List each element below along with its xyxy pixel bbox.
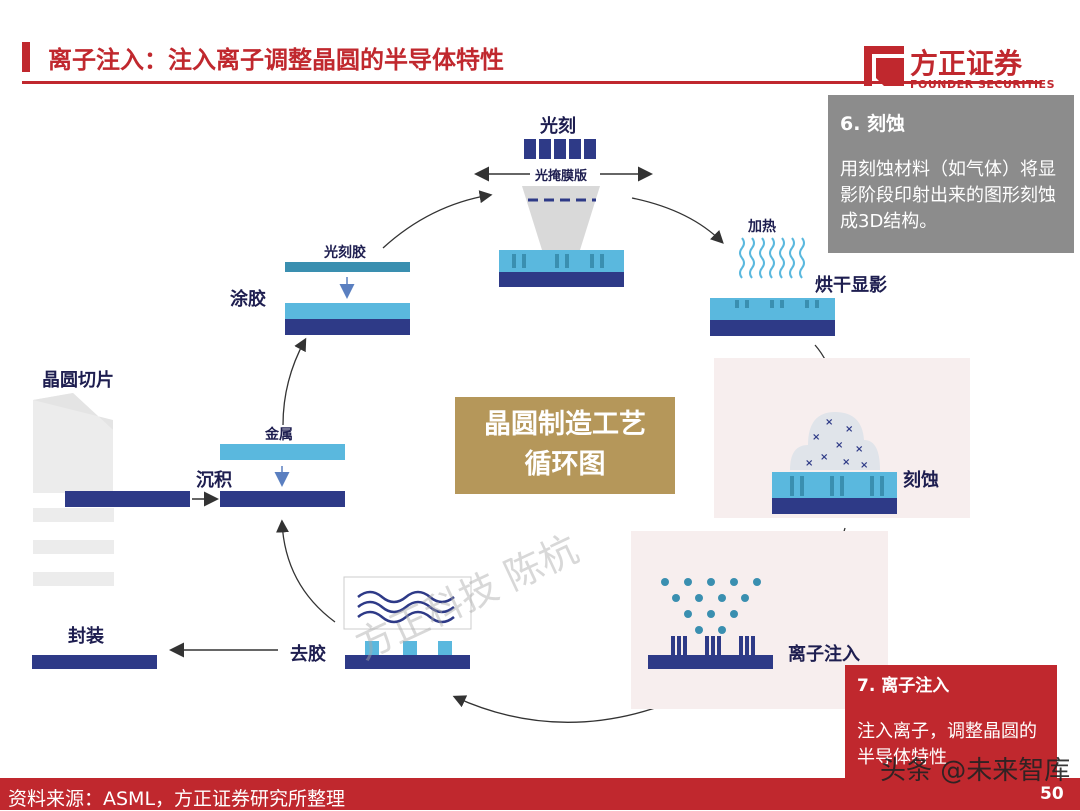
- label-photomask: 光掩膜版: [535, 169, 588, 184]
- photoresist-layer: [285, 262, 410, 272]
- corner-watermark: 头条 @未来智库: [880, 756, 1071, 786]
- svg-text:×: ×: [812, 432, 820, 443]
- label-metal: 金属: [265, 427, 293, 443]
- svg-text:×: ×: [845, 424, 853, 435]
- title-divider: [22, 81, 1042, 84]
- ion-info-heading: 7. 离子注入: [857, 676, 950, 696]
- svg-text:×: ×: [805, 458, 813, 469]
- cycle-arrow-litho-to-bake: [631, 197, 724, 244]
- etch-gas-cloud: [790, 412, 880, 470]
- label-strip: 去胶: [290, 644, 326, 665]
- wafer-slice: [33, 572, 114, 586]
- svg-text:×: ×: [842, 457, 850, 468]
- logo-name: 方正证券: [910, 47, 1023, 80]
- wafer-ingot: [33, 393, 113, 493]
- cycle-title-box: 晶圆制造工艺 循环图: [455, 397, 675, 494]
- cycle-arrow-strip-to-deposit: [276, 519, 336, 623]
- wafer-base: [65, 491, 190, 507]
- metal-layer: [220, 444, 345, 460]
- ion-info-box: 7. 离子注入 注入离子，调整晶圆的半导体特性: [845, 665, 1057, 785]
- cycle-arrow-deposit-to-coat: [282, 337, 307, 426]
- ion-info-body: 注入离子，调整晶圆的半导体特性: [857, 721, 1037, 768]
- etch-info-body: 用刻蚀材料（如气体）将显影阶段印射出来的图形刻蚀成3D结构。: [840, 159, 1056, 232]
- coat-metal: [285, 303, 410, 319]
- cycle-title-line2: 循环图: [524, 449, 606, 480]
- svg-text:×: ×: [860, 460, 868, 471]
- svg-text:×: ×: [835, 440, 843, 451]
- footer-source: 资料来源：ASML，方正证券研究所整理: [8, 788, 346, 810]
- label-bake-develop: 烘干显影: [815, 275, 887, 296]
- etch-particles: ××× ××× ×××: [805, 417, 868, 471]
- label-heating: 加热: [748, 219, 776, 235]
- svg-text:×: ×: [820, 452, 828, 463]
- label-lithography: 光刻: [540, 116, 576, 137]
- label-wafer-slicing: 晶圆切片: [42, 370, 114, 391]
- page-title: 离子注入：注入离子调整晶圆的半导体特性: [48, 46, 504, 74]
- wafer-slice: [33, 540, 114, 554]
- heat-waves: [739, 237, 805, 279]
- label-coating: 涂胶: [230, 289, 266, 310]
- etch-info-box: 6. 刻蚀 用刻蚀材料（如气体）将显影阶段印射出来的图形刻蚀成3D结构。: [828, 95, 1074, 253]
- logo-subtitle: FOUNDER SECURITIES: [910, 78, 1055, 91]
- footer-bar: [0, 778, 1080, 810]
- bake-top-layer: [710, 298, 835, 320]
- svg-text:×: ×: [825, 417, 833, 428]
- founder-logo-icon: [864, 46, 904, 86]
- svg-text:×: ×: [855, 444, 863, 455]
- label-photoresist: 光刻胶: [324, 245, 366, 261]
- deposit-wafer: [220, 491, 345, 507]
- label-etch: 刻蚀: [903, 470, 939, 491]
- litho-wafer: [499, 272, 624, 287]
- ion-implant-pillars: [671, 636, 755, 656]
- bake-wafer: [710, 320, 835, 336]
- etch-wafer: [772, 498, 897, 514]
- lithography-light-blocks: [524, 139, 596, 159]
- label-package: 封装: [68, 626, 104, 647]
- strip-wave: [357, 590, 455, 604]
- cycle-arrow-implant-to-strip: [452, 695, 673, 723]
- wafer-slice: [33, 508, 114, 522]
- etch-info-heading: 6. 刻蚀: [840, 113, 906, 135]
- page-number: 50: [1040, 784, 1064, 804]
- ion-particles: [661, 578, 761, 634]
- label-deposit: 沉积: [196, 470, 232, 491]
- strip-wafer: [345, 655, 470, 669]
- title-accent-bar: [22, 42, 30, 72]
- ion-wafer: [648, 655, 773, 669]
- strip-blocks: [365, 641, 452, 655]
- coat-wafer: [285, 319, 410, 335]
- light-beam: [522, 186, 600, 250]
- cycle-title-line1: 晶圆制造工艺: [484, 409, 646, 440]
- litho-top-layer: [499, 250, 624, 272]
- cycle-arrow-coat-to-litho: [382, 190, 493, 249]
- label-ion-implant: 离子注入: [788, 644, 860, 665]
- package-wafer: [32, 655, 157, 669]
